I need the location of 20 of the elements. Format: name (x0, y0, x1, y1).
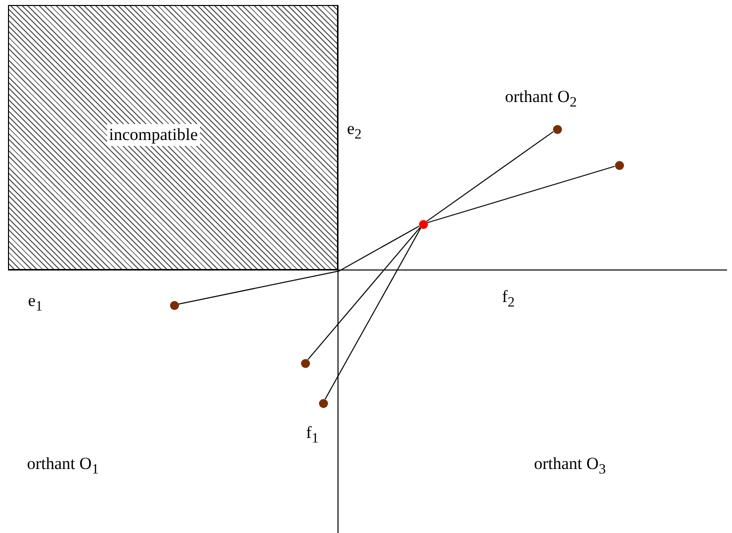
point-dot (300, 358, 310, 368)
connecting-line (178, 226, 420, 305)
axis-label: orthant O$_{3}$ (534, 455, 606, 477)
axis-label: orthant O$_{2}$ (505, 88, 577, 110)
axis-label: e$_{1}$ (28, 292, 43, 314)
connecting-line (426, 131, 554, 222)
axis-label: f$_{1}$ (306, 424, 319, 446)
axis-label: e$_{2}$ (347, 120, 362, 142)
region-label: incompatible (107, 124, 200, 146)
point-dot (614, 160, 624, 170)
axis-label: orthant O$_{1}$ (27, 455, 99, 477)
hatched-region (8, 5, 338, 270)
connecting-line (307, 226, 421, 360)
point-dot (170, 300, 178, 310)
connecting-line (324, 227, 422, 400)
point-dot (552, 124, 562, 134)
axis-label: f$_{2}$ (502, 288, 515, 310)
point-dot (318, 398, 328, 408)
point-dot (418, 220, 428, 228)
connecting-line (426, 166, 616, 224)
